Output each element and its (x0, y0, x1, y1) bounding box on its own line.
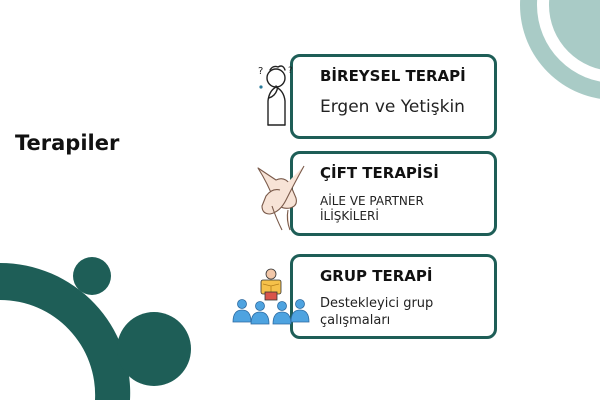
thinking-person-icon: ? ? (258, 65, 293, 126)
large-dot-decoration (117, 312, 191, 386)
card-individual-therapy: BİREYSEL TERAPİ Ergen ve Yetişkin (290, 54, 497, 139)
card-group-therapy: GRUP TERAPİ Destekleyici grup çalışmalar… (290, 254, 497, 339)
holding-hands-icon (257, 165, 305, 231)
card-subtitle: Destekleyici grup çalışmaları (320, 296, 434, 328)
bottom-left-arc-decoration (0, 262, 131, 400)
top-right-ring-decoration (520, 0, 600, 99)
small-dot-decoration (73, 257, 111, 295)
card-subtitle: AİLE VE PARTNER İLİŞKİLERİ (320, 194, 424, 223)
svg-text:?: ? (288, 66, 293, 76)
card-title: GRUP TERAPİ (320, 267, 433, 285)
card-title: BİREYSEL TERAPİ (320, 67, 466, 85)
svg-text:?: ? (258, 66, 263, 77)
card-title: ÇİFT TERAPİSİ (320, 164, 439, 182)
page-title: Terapiler (15, 131, 120, 155)
group-people-icon (232, 268, 310, 325)
card-subtitle: Ergen ve Yetişkin (320, 97, 465, 117)
card-couple-therapy: ÇİFT TERAPİSİ AİLE VE PARTNER İLİŞKİLERİ (290, 151, 497, 236)
